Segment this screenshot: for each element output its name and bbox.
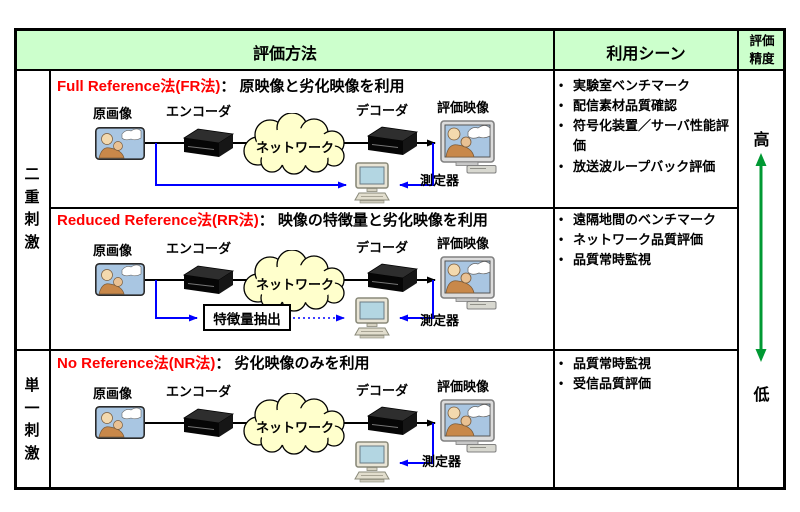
output-label: 評価映像 <box>437 379 490 394</box>
output-monitor-icon <box>440 120 497 174</box>
decoder-label: デコーダ <box>356 240 409 255</box>
accuracy-low-label: 低 <box>753 387 770 404</box>
row-divider-rr-nr <box>14 349 737 351</box>
output-label: 評価映像 <box>437 100 490 115</box>
accuracy-high-label: 高 <box>753 132 770 149</box>
output-label: 評価映像 <box>437 236 490 251</box>
nr-scene-list: 品質常時監視 受信品質評価 <box>556 354 736 394</box>
rr-method-name: Reduced Reference法(RR法) <box>57 212 259 229</box>
scene-item: 受信品質評価 <box>556 374 736 394</box>
nr-method-description: ： 劣化映像のみを利用 <box>215 355 370 372</box>
scene-item: 品質常時監視 <box>556 250 736 270</box>
method-column-header: 評価方法 <box>252 46 317 63</box>
source-image-icon <box>95 263 145 296</box>
rr-scene-list: 遠隔地間のベンチマーク ネットワーク品質評価 品質常時監視 <box>556 210 736 270</box>
output-monitor-icon <box>440 256 497 310</box>
header-row-background <box>16 30 784 71</box>
stimulus-double-label: 二重刺激 <box>24 166 40 251</box>
fr-method-name: Full Reference法(FR法) <box>57 78 221 95</box>
encoder-icon <box>182 265 235 294</box>
scene-item: 実験室ベンチマーク <box>556 76 736 96</box>
decoder-icon <box>366 263 419 292</box>
svg-text:ネットワーク: ネットワーク <box>256 140 334 155</box>
svg-text:ネットワーク: ネットワーク <box>256 277 334 292</box>
encoder-icon <box>182 128 235 157</box>
rr-method-description: ： 映像の特徴量と劣化映像を利用 <box>258 212 488 229</box>
source-image-icon <box>95 127 145 160</box>
decoder-icon <box>366 126 419 155</box>
accuracy-arrow-icon <box>755 153 767 362</box>
encoder-icon <box>182 408 235 437</box>
stimulus-column-divider <box>49 70 51 490</box>
meter-pc-icon <box>354 441 390 483</box>
fr-scene-list: 実験室ベンチマーク 配信素材品質確認 符号化装置／サーバ性能評価 放送波ループバ… <box>556 76 736 177</box>
meter-label: 測定器 <box>420 173 460 188</box>
source-label: 原画像 <box>93 243 133 258</box>
meter-label: 測定器 <box>422 454 462 469</box>
row-divider-fr-rr <box>51 207 737 209</box>
stimulus-single-label: 単一刺激 <box>24 377 40 462</box>
encoder-label: エンコーダ <box>166 241 232 256</box>
network-cloud-icon: ネットワーク <box>243 393 345 455</box>
network-cloud-icon: ネットワーク <box>243 113 345 175</box>
svg-text:ネットワーク: ネットワーク <box>256 420 334 435</box>
source-label: 原画像 <box>93 106 133 121</box>
scene-column-divider <box>553 28 555 490</box>
network-cloud-icon: ネットワーク <box>243 250 345 312</box>
accuracy-column-header: 評価精度 <box>749 34 775 66</box>
output-monitor-icon <box>440 399 497 453</box>
scene-item: ネットワーク品質評価 <box>556 230 736 250</box>
source-image-icon <box>95 406 145 439</box>
source-label: 原画像 <box>93 386 133 401</box>
scene-item: 配信素材品質確認 <box>556 96 736 116</box>
decoder-icon <box>366 406 419 435</box>
encoder-label: エンコーダ <box>166 104 232 119</box>
decoder-label: デコーダ <box>356 383 409 398</box>
nr-method-name: No Reference法(NR法) <box>57 355 216 372</box>
meter-pc-icon <box>354 297 390 339</box>
scene-item: 品質常時監視 <box>556 354 736 374</box>
meter-pc-icon <box>354 162 390 204</box>
encoder-label: エンコーダ <box>166 384 232 399</box>
decoder-label: デコーダ <box>356 103 409 118</box>
scene-column-header: 利用シーン <box>606 46 686 63</box>
fr-method-title: Full Reference法(FR法)： 原映像と劣化映像を利用 <box>57 75 405 96</box>
rr-method-title: Reduced Reference法(RR法)： 映像の特徴量と劣化映像を利用 <box>57 209 488 230</box>
feature-extraction-box: 特徴量抽出 <box>203 304 291 331</box>
scene-item: 遠隔地間のベンチマーク <box>556 210 736 230</box>
scene-item: 放送波ループバック評価 <box>556 157 736 177</box>
accuracy-column-divider <box>737 28 739 490</box>
fr-method-description: ： 原映像と劣化映像を利用 <box>220 78 405 95</box>
nr-method-title: No Reference法(NR法)： 劣化映像のみを利用 <box>57 352 370 373</box>
meter-label: 測定器 <box>420 313 460 328</box>
scene-item: 符号化装置／サーバ性能評価 <box>556 116 736 156</box>
header-bottom-border <box>14 69 786 71</box>
